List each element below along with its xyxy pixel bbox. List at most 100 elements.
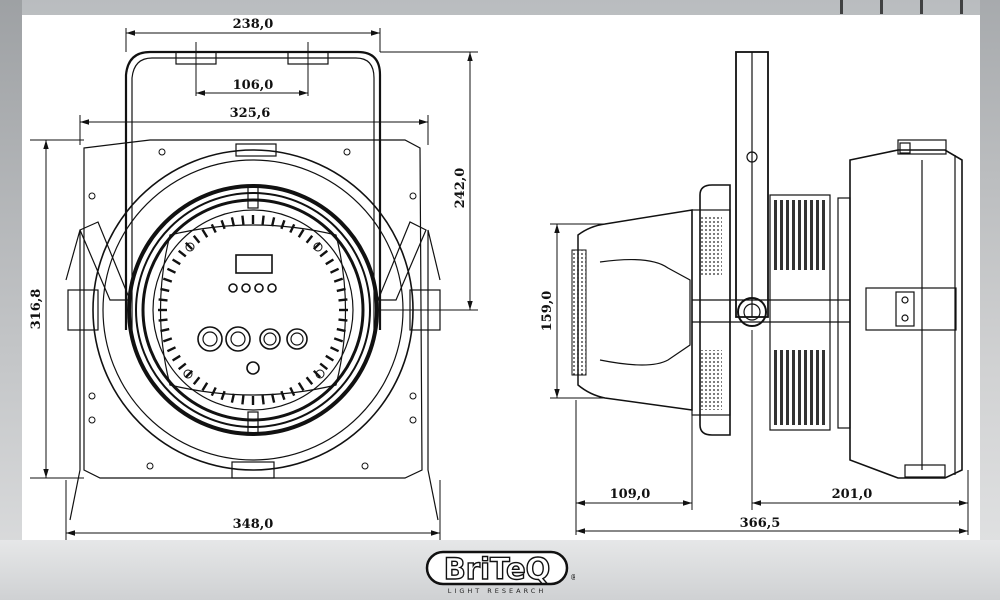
side-yoke-bolt [746,151,758,163]
vent-segment [230,393,236,403]
dimension-lines [30,28,969,540]
dim-front-bracket-width: 238,0 [233,17,274,32]
front-button-4 [267,283,277,293]
brand-tagline: LIGHT RESEARCH [448,587,546,595]
front-side-bracket-right [427,229,441,521]
front-ring-tab-bottom [247,411,259,435]
vent-segment [329,346,340,353]
side-front-lens [577,209,693,411]
vent-segment [158,298,168,302]
front-view [65,50,441,521]
vent-segment [210,223,217,234]
vent-segment [325,354,335,362]
brand-registered-mark: ® [570,573,575,582]
side-rear-latch [895,291,915,327]
vent-segment [280,219,286,230]
vent-segment [336,287,346,293]
front-button-3 [254,283,264,293]
front-button-2 [241,283,251,293]
vent-segment [338,318,348,322]
vent-segment [336,327,346,333]
vent-segment [160,327,170,333]
vent-segment [305,234,314,244]
front-housing-ring-5 [141,198,365,422]
vent-segment [261,395,265,405]
vent-segment [241,215,245,225]
dim-side-front-depth: 109,0 [610,487,651,502]
front-button-1 [228,283,238,293]
dim-side-rear-depth: 201,0 [832,487,873,502]
technical-drawing: 238,0 106,0 325,6 348,0 316,8 242,0 159,… [29,17,969,540]
vent-segment [329,267,340,274]
side-handle-bracket [699,184,731,436]
vent-segment [305,376,314,386]
front-housing-ring-outer [92,149,414,471]
front-handle-bracket [124,50,382,330]
front-top-clip [235,143,277,157]
front-connector-power-out [225,326,251,352]
front-housing-ring-2 [102,159,404,461]
vent-segment [230,217,236,227]
brand-name: BriTeQ [444,552,551,586]
front-housing-ring-4 [135,192,371,428]
vent-segment [319,249,329,258]
dim-side-total-depth: 366,5 [740,516,781,531]
dim-side-front-diameter: 159,0 [540,291,555,332]
vent-segment [333,277,344,283]
side-body-front [691,209,731,416]
side-rear-bracket [865,287,957,331]
briteq-logo: BriTeQ ® LIGHT RESEARCH [425,550,575,595]
vent-segment [280,390,286,401]
vent-segment [333,337,344,343]
front-outer-frame [83,139,423,479]
side-rear-bottom-clip [904,464,946,478]
front-back-plate [159,224,347,396]
vent-segment [312,241,322,251]
front-fuse-holder [246,361,260,375]
vent-segment [338,298,348,302]
vent-segment [297,382,305,392]
front-ring-tab-top [247,185,259,209]
dim-front-total-width: 348,0 [233,517,274,532]
background-wall-left [0,0,22,600]
vent-segment [162,277,173,283]
vent-segment [289,223,296,234]
vent-segment [177,249,187,258]
vent-segment [210,386,217,397]
background-wall-right [980,0,1000,600]
dim-front-mount-spacing: 106,0 [233,78,274,93]
vent-segment [201,382,209,392]
front-knob-left [67,289,99,331]
front-connector-power-in [197,326,223,352]
vent-segment [184,241,194,251]
vent-segment [325,258,335,266]
front-handle-bracket-inner [131,57,375,330]
front-screws [88,148,417,470]
side-rear-top-clip [897,139,947,155]
dim-front-total-height: 316,8 [29,289,44,330]
front-connector-dmx-out [286,328,308,350]
vent-segment [171,258,181,266]
vent-segment [289,386,296,397]
vent-segment [162,337,173,343]
vent-segment [201,228,209,238]
front-bottom-clip [231,461,275,479]
vent-segment [270,217,276,227]
front-connector-dmx-in [259,328,281,350]
background-ceiling-grid [840,0,1000,14]
vent-segment [166,346,177,353]
vent-segment [220,390,226,401]
vent-segment [192,234,201,244]
vent-segment [158,318,168,322]
side-lens-inner [599,258,691,366]
dim-front-bracket-height: 242,0 [453,168,468,209]
technical-drawing-panel: 238,0 106,0 325,6 348,0 316,8 242,0 159,… [22,15,980,540]
vent-segment [177,362,187,371]
vent-segment [160,287,170,293]
vent-segment [171,354,181,362]
vent-segment [261,215,265,225]
side-lens-texture [571,249,587,376]
side-view [571,51,963,479]
front-housing-ring-6 [152,209,354,411]
vent-segment [319,362,329,371]
